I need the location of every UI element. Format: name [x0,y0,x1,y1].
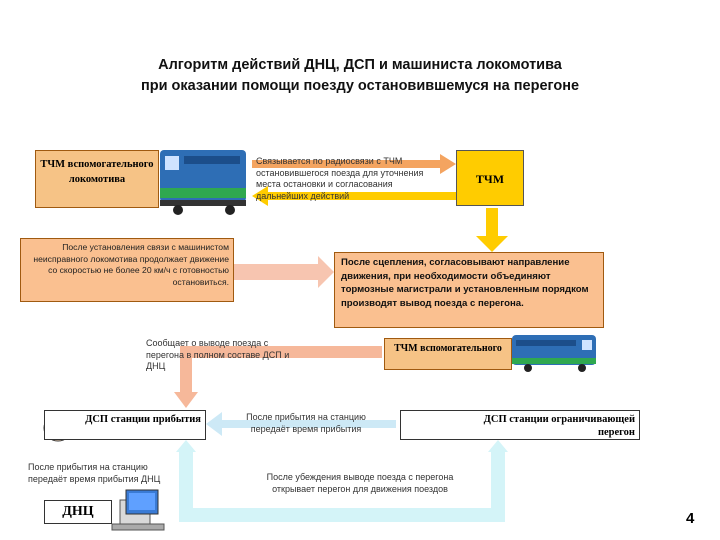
dsp-limiting-label: ДСП станции ограничивающей перегон [483,414,635,438]
cyan-arrowhead-right [488,440,508,452]
title-line-2: при оказании помощи поезду остановившему… [140,78,580,94]
radio-arrow-right [252,154,456,174]
cyan-connector-arrow [179,448,505,522]
dnc-box: ДНЦ [44,500,112,524]
dnc-label: ДНЦ [62,504,94,519]
report-arrow [180,346,382,396]
dsp-arrival-box: ДСП станции прибытия [44,410,206,440]
tchm-helper-box-2: ТЧМ вспомогательного [384,338,512,370]
contact-to-coupling-arrow [234,256,334,288]
after-contact-box: После установления связи с машинистом не… [20,238,234,302]
tchm-helper-box: ТЧМ вспомогательного локомотива [35,150,159,208]
radio-communication-text: Связывается по радиосвязи с ТЧМ останови… [256,156,424,201]
arrival-time-arrow [206,412,396,436]
radio-arrow-left [252,186,456,206]
tchm-box: ТЧМ [456,150,524,206]
locomotive-top-icon [160,150,246,215]
dsp-limiting-box: ДСП станции ограничивающей перегон [400,410,640,440]
opens-text: После убеждения выводе поезда с перегона… [266,472,454,494]
dsp-arrival-label: ДСП станции прибытия [85,414,201,425]
locomotive-middle-icon [512,335,596,372]
dnc-time-text: После прибытия на станцию передаёт время… [28,462,161,484]
report-text: Сообщает о выводе поезда с перегона в по… [146,338,290,371]
computer-icon [111,489,165,531]
tchm-down-arrow [476,208,508,252]
tchm-helper-label-2: ТЧМ вспомогательного [394,343,502,354]
title-line-1: Алгоритм действий ДНЦ, ДСП и машиниста л… [158,57,562,73]
after-coupling-text: После сцепления, согласовывают направлен… [341,257,589,309]
tchm-helper-label: ТЧМ вспомогательного локомотива [40,159,154,185]
after-coupling-box: После сцепления, согласовывают направлен… [334,252,604,328]
cyan-arrowhead-left [176,440,196,452]
after-contact-text: После установления связи с машинистом не… [33,242,229,287]
tchm-label: ТЧМ [475,172,505,186]
page-number: 4 [686,510,695,527]
report-arrowhead [174,392,198,408]
arrival-time-text: После прибытия на станцию передаёт время… [246,412,366,434]
